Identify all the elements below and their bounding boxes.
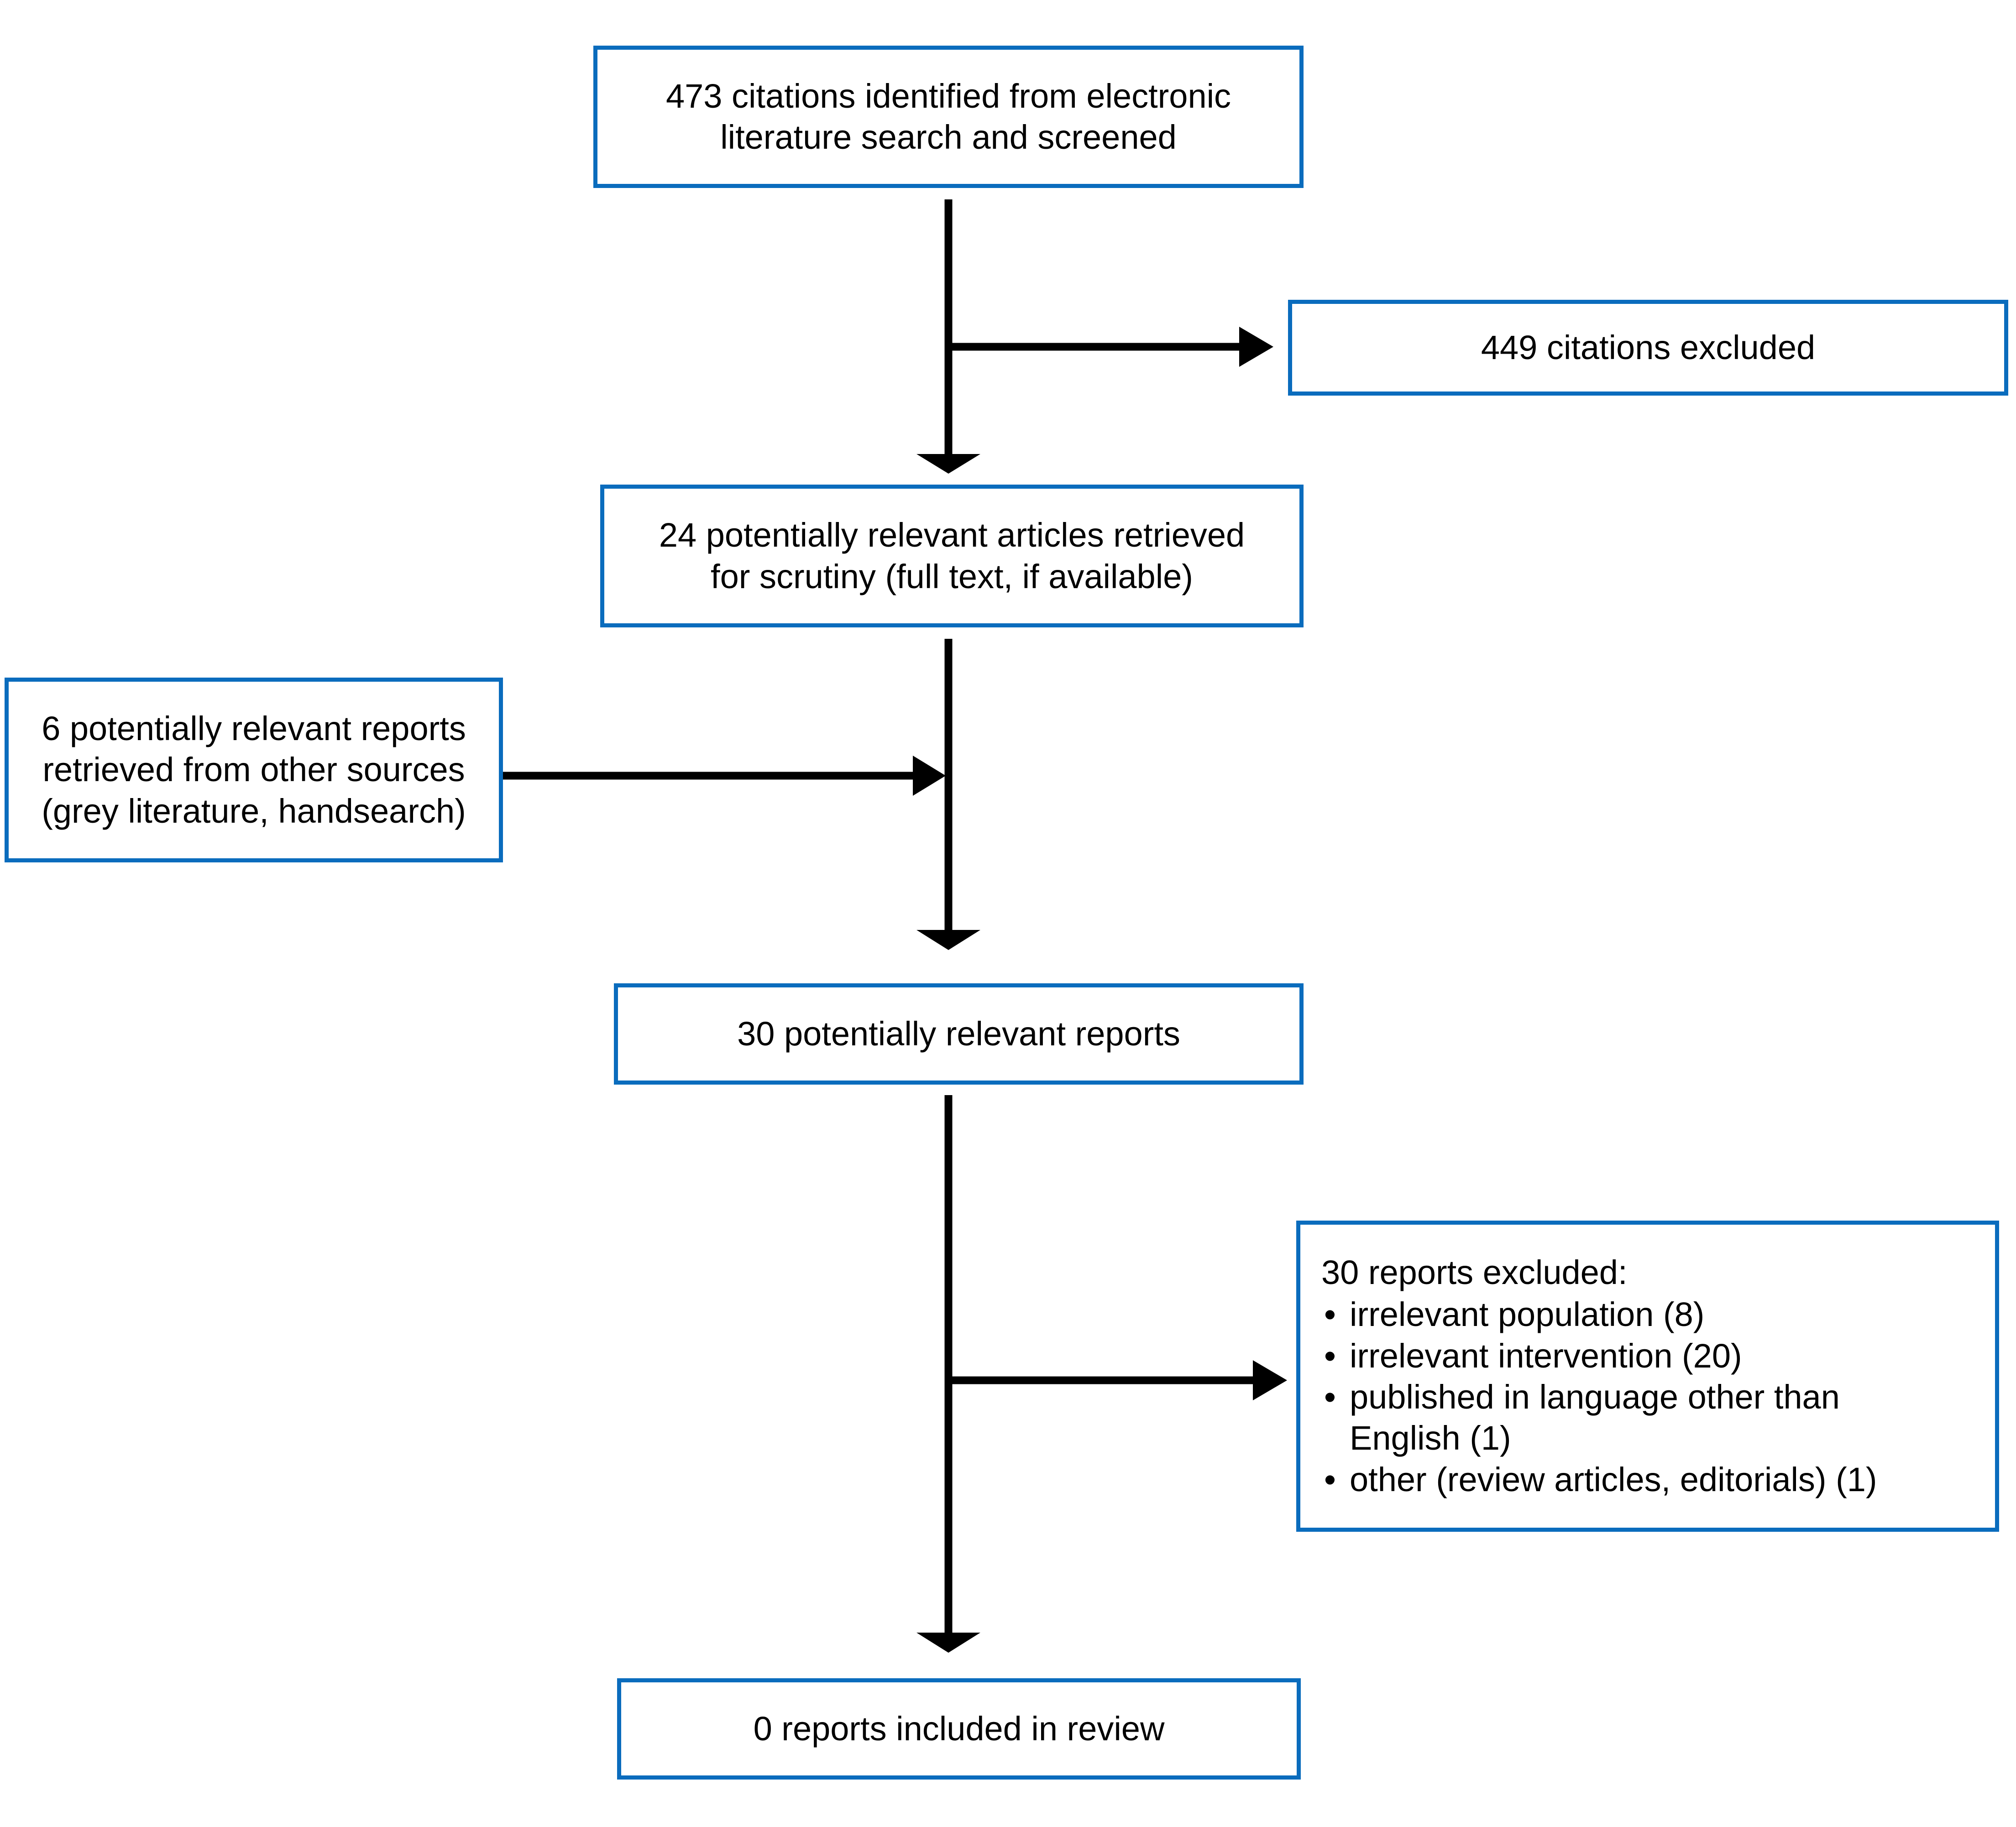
box-other-sources: 6 potentially relevant reports retrieved… [5,678,503,862]
reports-excluded-list: 30 reports excluded: • irrelevant popula… [1321,1252,1987,1500]
box-relevant-reports: 30 potentially relevant reports [614,983,1304,1085]
box-citations-identified-label: 473 citations identified from electronic… [665,77,1231,156]
connector-other-sources-to-stem [502,756,946,796]
box-reports-excluded: 30 reports excluded: • irrelevant popula… [1296,1221,1999,1532]
bullet-icon: • [1324,1378,1336,1416]
box-other-sources-label: 6 potentially relevant reports retrieved… [42,710,466,830]
box-articles-retrieved-label: 24 potentially relevant articles retriev… [659,516,1245,595]
reports-excluded-reasons: • irrelevant population (8) • irrelevant… [1321,1294,1987,1500]
connector-relevant-reports-to-included [916,1095,980,1653]
reports-excluded-reason-item: • other (review articles, editorials) (1… [1321,1459,1987,1500]
reports-excluded-reason-label: irrelevant intervention (20) [1350,1336,1742,1375]
box-articles-retrieved: 24 potentially relevant articles retriev… [600,485,1304,627]
box-citations-excluded: 449 citations excluded [1288,300,2008,396]
connector-retrieved-to-relevant-reports [916,639,980,950]
box-citations-excluded-label: 449 citations excluded [1481,328,1816,366]
box-reports-included-label: 0 reports included in review [753,1709,1165,1748]
bullet-icon: • [1324,1336,1336,1375]
reports-excluded-reason-label: published in language other than English… [1350,1378,1840,1457]
box-citations-identified: 473 citations identified from electronic… [593,46,1304,188]
reports-excluded-heading: 30 reports excluded: [1321,1253,1628,1292]
reports-excluded-reason-item: • irrelevant population (8) [1321,1294,1987,1335]
reports-excluded-reason-label: irrelevant population (8) [1350,1295,1705,1334]
bullet-icon: • [1324,1460,1336,1498]
box-reports-included: 0 reports included in review [617,1678,1301,1780]
box-relevant-reports-label: 30 potentially relevant reports [737,1014,1180,1053]
connector-relevant-reports-to-reports-excluded [948,1360,1287,1400]
connector-identified-to-citations-excluded [948,327,1273,367]
bullet-icon: • [1324,1295,1336,1334]
reports-excluded-reason-item: • published in language other than Engli… [1321,1377,1987,1459]
connector-identified-to-retrieved [916,199,980,474]
reports-excluded-reason-item: • irrelevant intervention (20) [1321,1336,1987,1377]
reports-excluded-reason-label: other (review articles, editorials) (1) [1350,1460,1877,1498]
